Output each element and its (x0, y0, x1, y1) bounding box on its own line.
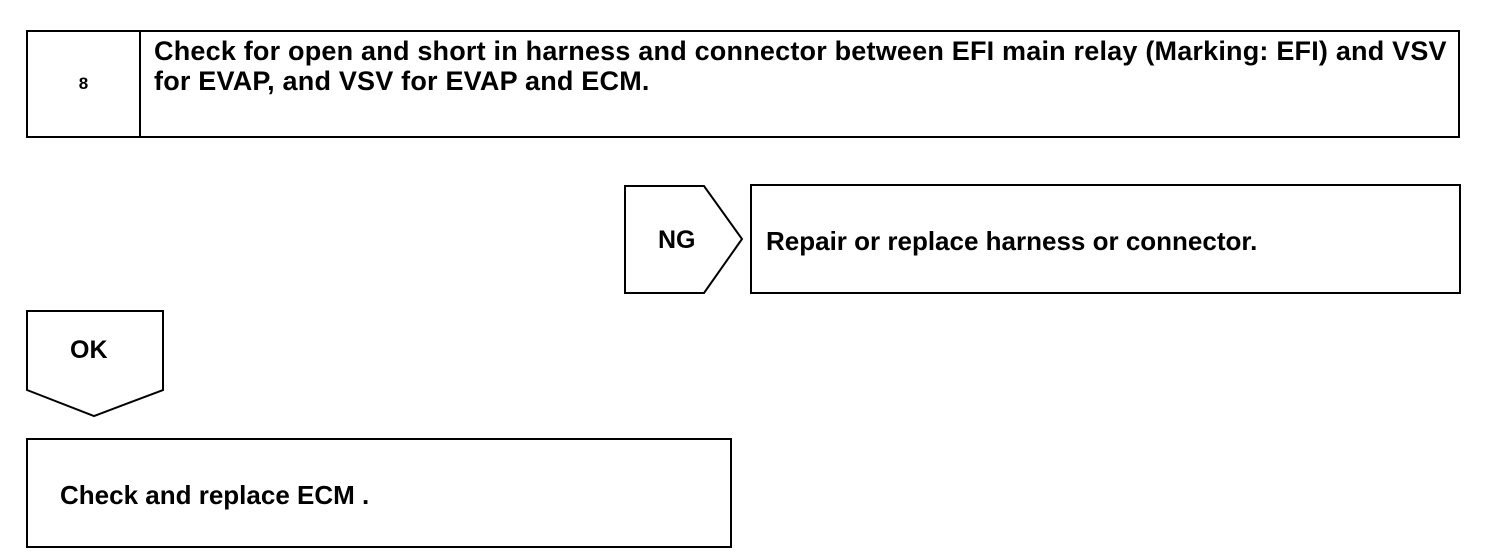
ng-action-text: Repair or replace harness or connector. (766, 226, 1258, 256)
step-description: Check for open and short in harness and … (154, 36, 1447, 96)
ok-action-text: Check and replace ECM . (60, 480, 370, 510)
ng-arrow-shape (624, 185, 744, 294)
ok-label: OK (70, 336, 108, 364)
ok-action-box: Check and replace ECM . (26, 438, 732, 548)
ok-arrow-shape (26, 310, 164, 418)
step-number: 8 (28, 32, 141, 136)
ng-action-box: Repair or replace harness or connector. (750, 184, 1461, 294)
ng-label: NG (658, 226, 696, 254)
step-box: 8 Check for open and short in harness an… (26, 30, 1460, 138)
